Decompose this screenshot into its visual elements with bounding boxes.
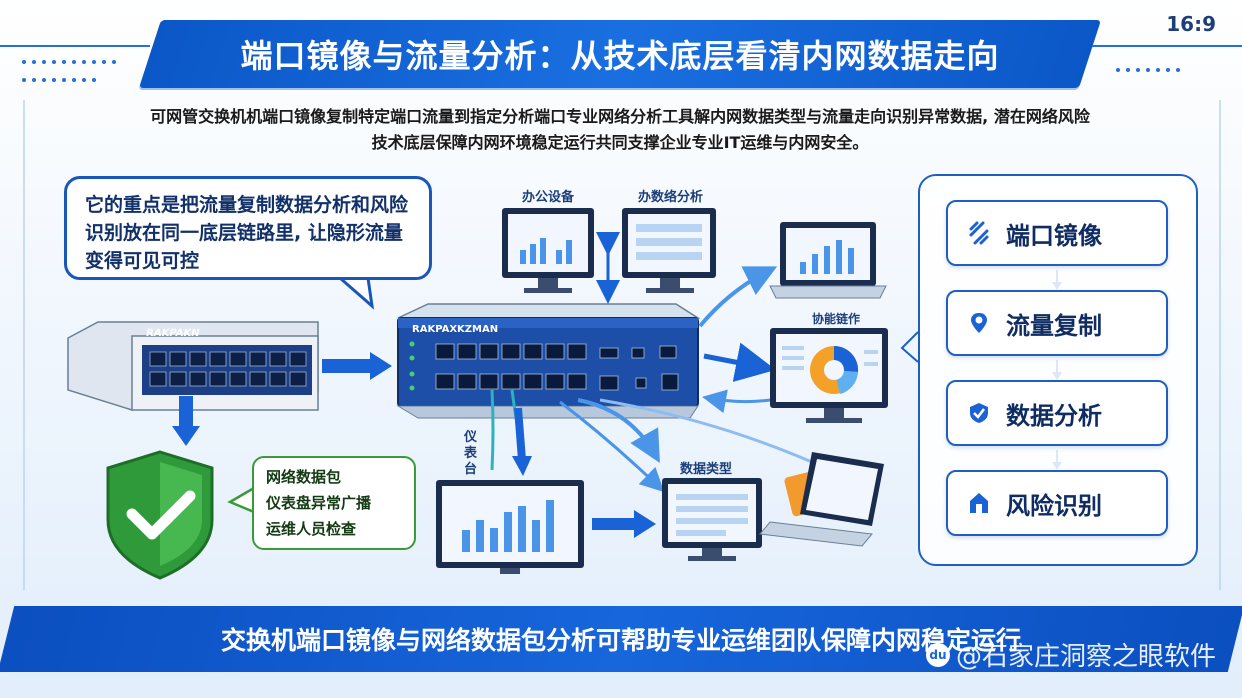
aspect-ratio-label: 16:9 (1166, 12, 1216, 36)
step-risk-identify: 风险识别 (946, 470, 1168, 536)
intro-text: 可网管交换机机端口镜像复制特定端口流量到指定分析端口专业网络分析工具解内网数据类… (60, 104, 1180, 156)
step-label: 数据分析 (1006, 401, 1102, 430)
step-label: 端口镜像 (1006, 221, 1102, 250)
intro-line-2: 技术底层保障内网环境稳定运行共同支撑企业专业IT运维与内网安全。 (371, 133, 869, 152)
label-office: 办公设备 (522, 190, 575, 205)
small-switch (67, 321, 319, 411)
laptop-chart (769, 222, 887, 299)
alert-bubble: 网络数据包 仪表盘异常广播 运维人员检查 (252, 456, 416, 550)
shield-check-icon (966, 400, 992, 426)
step-port-mirror: 端口镜像 (946, 200, 1168, 266)
security-shield-icon (106, 450, 214, 580)
analysis-monitor (622, 208, 716, 293)
step-label: 风险识别 (1006, 491, 1102, 520)
watermark-badge-icon: du (925, 642, 950, 667)
alert-line-2: 仪表盘异常广播 (266, 494, 372, 512)
bubble-tail (336, 276, 375, 310)
office-monitor (502, 208, 594, 293)
alert-line-3: 运维人员检查 (266, 520, 357, 538)
label-datatype: 数据类型 (680, 462, 733, 477)
label-dashboard: 仪表台 (464, 430, 478, 477)
label-main-switch: RAKPAXKZMAN (412, 324, 499, 335)
step-data-analysis: 数据分析 (946, 380, 1168, 446)
main-switch (396, 303, 701, 419)
pie-monitor (770, 328, 888, 423)
label-analysis: 办数络分析 (638, 190, 704, 205)
datatype-monitor (662, 478, 762, 561)
label-small-switch: RAKPAKN (145, 328, 201, 339)
key-point-bubble: 它的重点是把流量复制数据分析和风险识别放在同一底层链路里, 让隐形流量变得可见可… (64, 176, 432, 280)
home-icon (966, 490, 992, 516)
dashboard-monitor (436, 480, 584, 574)
step-traffic-copy: 流量复制 (946, 290, 1168, 356)
label-monitor: 协能链作 (812, 312, 861, 326)
step-label: 流量复制 (1006, 311, 1102, 340)
mirror-icon (966, 220, 992, 246)
laptop-user (759, 452, 884, 547)
intro-line-1: 可网管交换机机端口镜像复制特定端口流量到指定分析端口专业网络分析工具解内网数据类… (150, 107, 1090, 126)
page-title: 端口镜像与流量分析：从技术底层看清内网数据走向 (240, 37, 1000, 75)
watermark-text: @石家庄洞察之眼软件 (955, 642, 1216, 672)
alert-line-1: 网络数据包 (266, 468, 342, 486)
location-pin-icon (966, 310, 992, 336)
footer-text: 交换机端口镜像与网络数据包分析可帮助专业运维团队保障内网稳定运行 (220, 626, 1021, 655)
watermark: du @石家庄洞察之眼软件 (925, 636, 1216, 673)
